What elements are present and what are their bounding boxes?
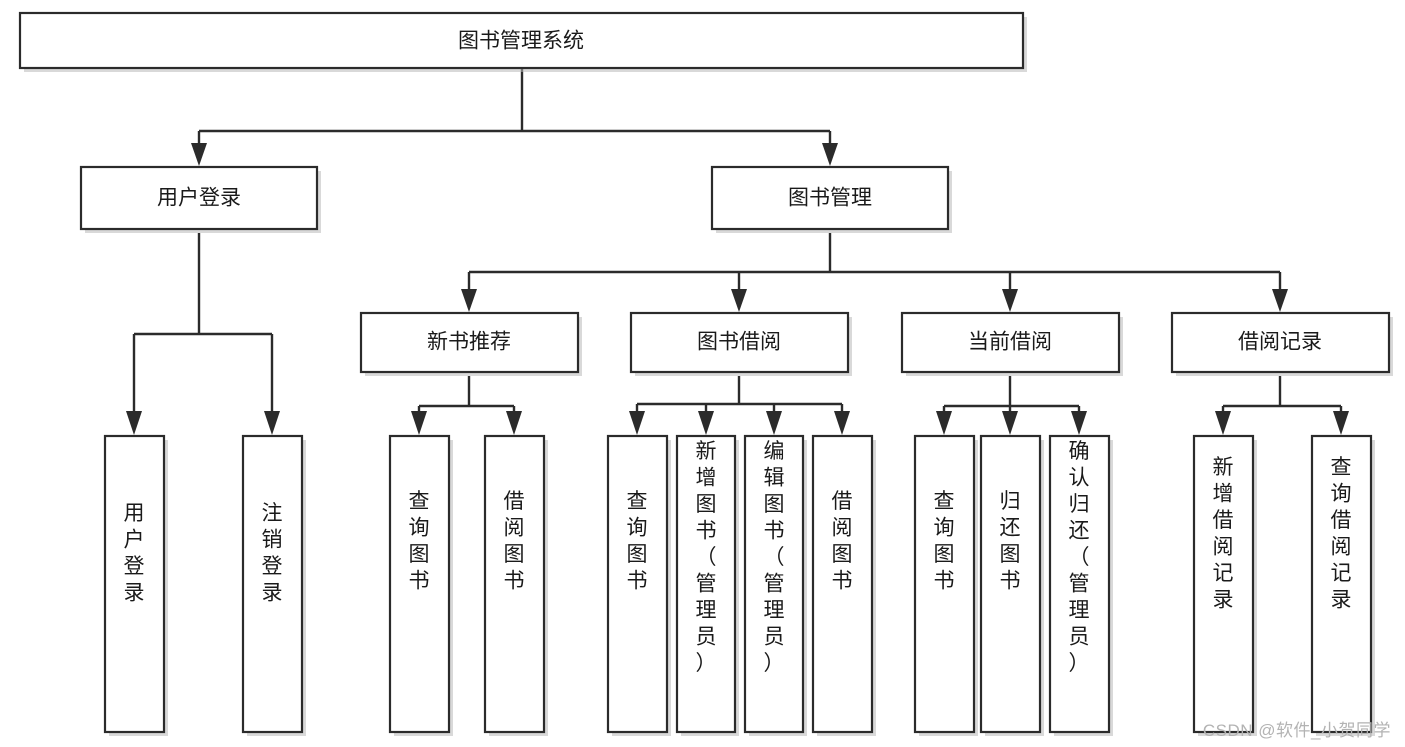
leaf-query-record-box[interactable] — [1310, 434, 1373, 734]
leaf-logout-login-box[interactable] — [241, 434, 304, 734]
node-current-borrow-label: 当前借阅 — [968, 331, 1052, 354]
leaf-add-record-box[interactable] — [1192, 434, 1255, 734]
node-root-box[interactable] — [18, 11, 1025, 70]
node-current-borrow[interactable]: 当前借阅 — [900, 311, 1123, 376]
node-current-borrow-box[interactable] — [900, 311, 1121, 374]
arrow-current-leaf-1 — [936, 411, 952, 435]
node-book-borrow-box[interactable] — [629, 311, 850, 374]
leaf-query-book-3-label: 查询图书 — [934, 490, 955, 593]
node-book-manage-box[interactable] — [710, 165, 950, 231]
leaf-borrow-book-1-box[interactable] — [483, 434, 546, 734]
leaf-borrow-book-1[interactable]: 借阅图书 — [483, 434, 548, 736]
node-book-manage[interactable]: 图书管理 — [710, 165, 952, 233]
leaf-return-book[interactable]: 归还图书 — [979, 434, 1044, 736]
arrow-user-login-leaf-1 — [126, 411, 142, 435]
leaf-confirm-return-label: 确认归还（管理员） — [1069, 440, 1090, 675]
node-user-login[interactable]: 用户登录 — [79, 165, 321, 233]
leaf-user-login-box[interactable] — [103, 434, 166, 734]
arrow-record-leaf-1 — [1215, 411, 1231, 435]
arrow-borrow-leaf-4 — [834, 411, 850, 435]
leaf-borrow-book-2-label: 借阅图书 — [832, 490, 853, 593]
arrow-current-leaf-3 — [1071, 411, 1087, 435]
leaf-query-book-1-box[interactable] — [388, 434, 451, 734]
leaf-add-book-label: 新增图书（管理员） — [696, 440, 717, 675]
arrow-bm-to-borrow — [731, 289, 747, 312]
leaf-query-book-1-label: 查询图书 — [409, 490, 430, 593]
node-user-login-box[interactable] — [79, 165, 319, 231]
arrow-newbook-leaf-2 — [506, 411, 522, 435]
arrow-current-leaf-2 — [1002, 411, 1018, 435]
node-user-login-label: 用户登录 — [157, 187, 241, 210]
arrow-record-leaf-2 — [1333, 411, 1349, 435]
leaf-user-login-label: 用户登录 — [124, 502, 145, 605]
arrow-root-to-book-manage — [822, 143, 838, 166]
csdn-watermark: CSDN @软件_小贺同学 — [1202, 721, 1391, 740]
leaf-query-book-1[interactable]: 查询图书 — [388, 434, 453, 736]
node-book-manage-label: 图书管理 — [788, 187, 872, 210]
node-new-book-recommend[interactable]: 新书推荐 — [359, 311, 582, 376]
leaf-add-record-label: 新增借阅记录 — [1213, 456, 1234, 612]
node-new-book-recommend-label: 新书推荐 — [427, 331, 511, 354]
leaf-borrow-book-2[interactable]: 借阅图书 — [811, 434, 876, 736]
leaf-user-login[interactable]: 用户登录 — [103, 434, 168, 736]
connector-layer — [126, 69, 1349, 435]
leaf-query-book-3[interactable]: 查询图书 — [913, 434, 978, 736]
node-new-book-recommend-box[interactable] — [359, 311, 580, 374]
leaf-edit-book-box[interactable] — [743, 434, 805, 734]
arrow-borrow-leaf-2 — [698, 411, 714, 435]
arrow-borrow-leaf-1 — [629, 411, 645, 435]
node-borrow-record[interactable]: 借阅记录 — [1170, 311, 1393, 376]
leaf-add-book-box[interactable] — [675, 434, 737, 734]
node-borrow-record-box[interactable] — [1170, 311, 1391, 374]
node-book-borrow[interactable]: 图书借阅 — [629, 311, 852, 376]
leaf-logout-login[interactable]: 注销登录 — [241, 434, 306, 736]
leaf-add-record[interactable]: 新增借阅记录 — [1192, 434, 1257, 736]
leaf-edit-book[interactable]: 编辑图书（管理员） — [743, 434, 807, 736]
node-root[interactable]: 图书管理系统 — [18, 11, 1027, 72]
arrow-bm-to-current — [1002, 289, 1018, 312]
leaf-query-record-label: 查询借阅记录 — [1331, 456, 1352, 612]
leaf-return-book-box[interactable] — [979, 434, 1042, 734]
arrow-bm-to-newbook — [461, 289, 477, 312]
leaf-borrow-book-1-label: 借阅图书 — [504, 490, 525, 593]
leaf-confirm-return[interactable]: 确认归还（管理员） — [1048, 434, 1113, 736]
leaf-add-book[interactable]: 新增图书（管理员） — [675, 434, 739, 736]
arrow-user-login-leaf-2 — [264, 411, 280, 435]
leaf-return-book-label: 归还图书 — [1000, 490, 1021, 593]
arrow-newbook-leaf-1 — [411, 411, 427, 435]
leaf-edit-book-label: 编辑图书（管理员） — [764, 440, 785, 675]
leaf-borrow-book-2-box[interactable] — [811, 434, 874, 734]
node-book-borrow-label: 图书借阅 — [697, 331, 781, 354]
arrow-root-to-user-login — [191, 143, 207, 166]
leaf-confirm-return-box[interactable] — [1048, 434, 1111, 734]
leaf-query-book-2-box[interactable] — [606, 434, 669, 734]
leaf-query-record[interactable]: 查询借阅记录 — [1310, 434, 1375, 736]
leaf-query-book-2[interactable]: 查询图书 — [606, 434, 671, 736]
node-root-label: 图书管理系统 — [458, 30, 584, 53]
node-borrow-record-label: 借阅记录 — [1238, 331, 1322, 354]
leaf-query-book-3-box[interactable] — [913, 434, 976, 734]
leaf-query-book-2-label: 查询图书 — [627, 490, 648, 593]
arrow-bm-to-record — [1272, 289, 1288, 312]
leaf-logout-login-label: 注销登录 — [262, 502, 283, 605]
arrow-borrow-leaf-3 — [766, 411, 782, 435]
